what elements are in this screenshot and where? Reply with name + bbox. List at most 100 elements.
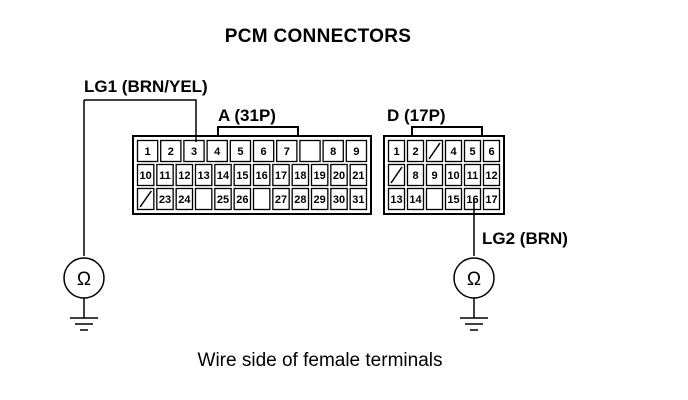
lg1-wire-label: LG1 (BRN/YEL) [84, 77, 208, 96]
terminal-number: 27 [275, 194, 287, 206]
terminal-cell [252, 187, 271, 211]
terminal-cell [136, 187, 155, 211]
terminal-cell [482, 139, 501, 163]
lg2-wire-label: LG2 (BRN) [482, 229, 568, 248]
terminal-cell [322, 139, 344, 163]
terminal-number: 17 [485, 194, 497, 206]
terminal-cell [229, 139, 252, 163]
terminal-number: 25 [217, 194, 229, 206]
terminal-cell [175, 163, 194, 187]
ohm-symbol-2: Ω [467, 269, 481, 290]
terminal-cell [463, 187, 482, 211]
terminal-number: 6 [261, 146, 267, 158]
terminal-number: 20 [333, 170, 345, 182]
terminal-number: 5 [469, 146, 475, 158]
unused-terminal-mark [428, 142, 441, 160]
unused-terminal-mark [390, 166, 403, 184]
ground-icon [460, 298, 488, 331]
terminal-number: 14 [217, 170, 230, 182]
terminal-cell [349, 163, 368, 187]
terminal-number: 11 [467, 170, 479, 182]
terminal-number: 28 [294, 194, 306, 206]
terminal-cell [136, 139, 159, 163]
terminal-number: 15 [236, 170, 248, 182]
terminal-cell [387, 187, 406, 211]
terminal-number: 18 [294, 170, 306, 182]
ohmmeter-1: Ω [63, 257, 105, 331]
terminal-cell [252, 163, 271, 187]
terminal-cell [160, 139, 182, 163]
ground-icon [70, 298, 98, 331]
terminal-cell [345, 139, 368, 163]
terminal-cell [387, 139, 406, 163]
terminal-cell [444, 187, 463, 211]
terminal-number: 6 [488, 146, 494, 158]
terminal-cell [406, 187, 425, 211]
terminal-cell [444, 139, 463, 163]
terminal-cell [156, 163, 174, 187]
terminal-number: 30 [333, 194, 345, 206]
terminal-cell [482, 187, 501, 211]
terminal-cell [463, 163, 482, 187]
terminal-cell [425, 187, 444, 211]
terminal-number: 16 [256, 170, 268, 182]
terminal-cell [136, 163, 155, 187]
terminal-cell [310, 163, 329, 187]
terminal-cell [444, 163, 463, 187]
terminal-number: 11 [159, 170, 171, 182]
terminal-number: 23 [159, 194, 171, 206]
terminal-cell [272, 163, 290, 187]
terminal-cell [299, 139, 321, 163]
terminal-cell [214, 163, 232, 187]
terminal-cell [387, 163, 406, 187]
terminal-number: 16 [466, 194, 478, 206]
terminal-number: 4 [214, 146, 221, 158]
terminal-cell [349, 187, 368, 211]
terminal-number: 21 [352, 170, 364, 182]
connector-a-label: A (31P) [218, 106, 276, 125]
terminal-number: 17 [275, 170, 287, 182]
unused-terminal-mark [139, 190, 152, 208]
diagram-caption: Wire side of female terminals [198, 350, 443, 371]
terminal-cell [330, 187, 348, 211]
terminal-cell [183, 139, 205, 163]
terminal-cell [276, 139, 298, 163]
terminal-cell [194, 163, 213, 187]
terminal-cell [206, 139, 228, 163]
terminal-number: 2 [168, 146, 174, 158]
terminal-number: 7 [284, 146, 290, 158]
terminal-number: 13 [390, 194, 402, 206]
terminal-cell [194, 187, 213, 211]
terminal-number: 29 [314, 194, 326, 206]
terminal-cell [252, 139, 275, 163]
terminal-cell [310, 187, 329, 211]
terminal-number: 10 [140, 170, 152, 182]
connector-d-label: D (17P) [387, 106, 446, 125]
terminal-number: 8 [412, 170, 418, 182]
terminal-cell [291, 163, 310, 187]
terminal-cell [463, 139, 482, 163]
terminal-number: 1 [393, 146, 399, 158]
terminal-number: 4 [450, 146, 457, 158]
terminal-cell [272, 187, 290, 211]
terminal-number: 12 [178, 170, 190, 182]
terminal-number: 1 [145, 146, 151, 158]
terminal-number: 3 [191, 146, 197, 158]
terminal-number: 31 [352, 194, 364, 206]
terminal-number: 19 [314, 170, 326, 182]
ohmmeter-2: Ω [453, 257, 495, 331]
terminal-cell [406, 139, 425, 163]
terminal-cell [233, 163, 252, 187]
terminal-cell [330, 163, 348, 187]
terminal-cell [406, 163, 425, 187]
terminal-number: 14 [409, 194, 422, 206]
terminal-cell [175, 187, 194, 211]
terminal-cell [233, 187, 252, 211]
terminal-number: 26 [236, 194, 248, 206]
diagram-title: PCM CONNECTORS [225, 26, 411, 47]
